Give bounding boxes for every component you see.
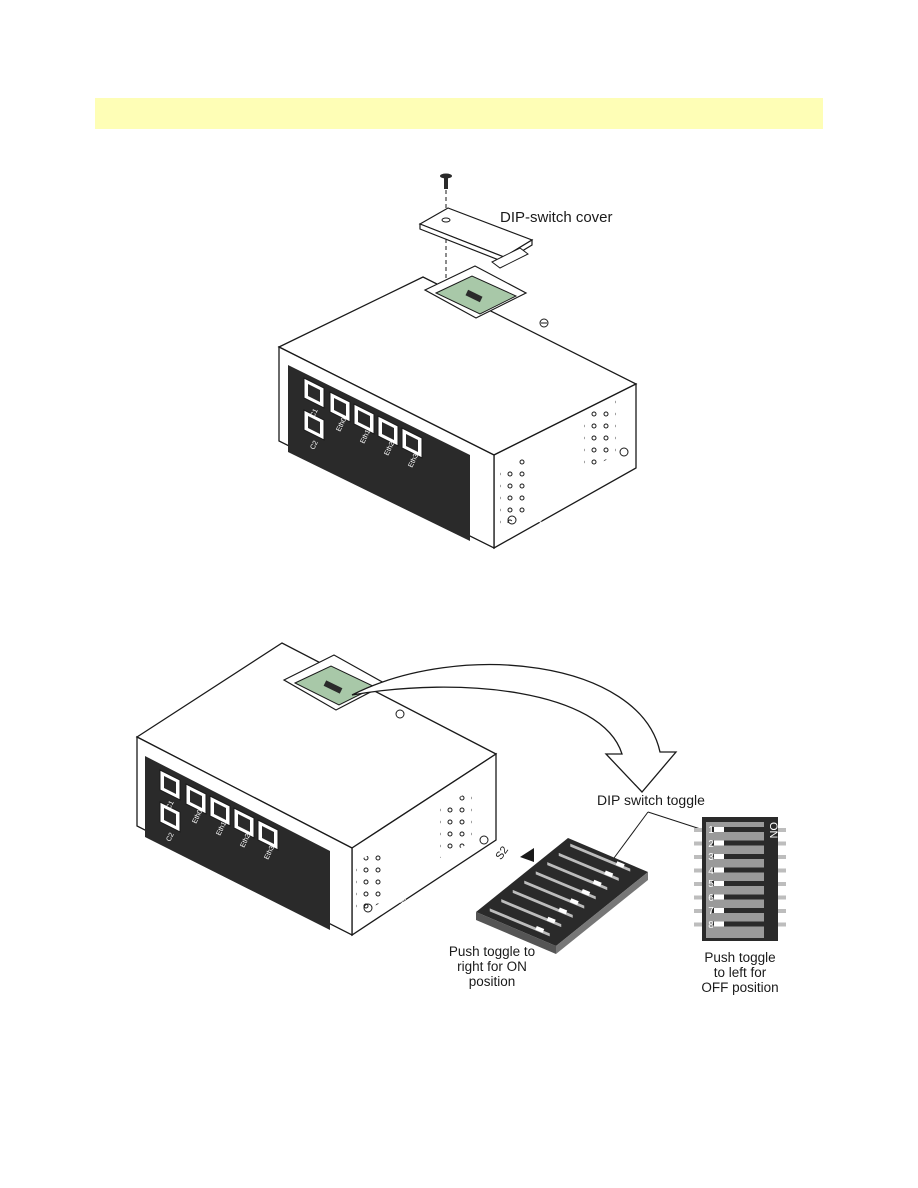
switch-slot [712,827,764,832]
switch-number: 1 [708,825,714,836]
port-label: C2 [166,832,176,843]
switch-slot [712,840,764,846]
switch-pin [778,855,786,859]
dip-switch-angled [476,838,648,954]
switch-slot [558,852,619,881]
rj45-port-inner [308,384,320,402]
rj45-port-inner [214,802,226,820]
cover-label: DIP-switch cover [500,209,613,226]
switch-slot [524,880,585,909]
port-label: C1 [166,800,176,811]
rj45-port-inner [190,790,202,808]
switch-pin [778,868,786,873]
rj45-port-inner [382,422,394,440]
switch-pin [694,855,702,859]
switch-toggle [714,827,724,832]
toggle-label: DIP switch toggle [597,792,705,808]
switch-toggle [714,921,724,927]
highlight-banner [95,98,823,129]
switch-toggle [535,926,545,933]
switch-number: 5 [708,879,714,890]
switch-slot [712,854,764,859]
switch-pin [694,895,702,900]
rj45-port-inner [262,826,274,844]
rj45-port-inner [164,808,176,826]
pin1-marker-icon [520,848,534,862]
rj45-port-inner [406,434,418,452]
switch-slot [501,899,562,928]
rj45-port-inner [358,410,370,428]
switch-number: 6 [708,892,714,904]
switch-slot [489,908,550,937]
push-left-line-3: OFF position [701,980,779,995]
switch-pin [778,828,786,832]
switch-pin [694,882,702,886]
rj45-port-inner [164,776,176,794]
switch-pin [778,882,786,886]
switch-slot [712,881,764,886]
port-label: C2 [310,440,320,451]
switch-pin [778,909,786,913]
rj45-port-inner [238,814,250,832]
push-left-line-1: Push toggle [704,950,776,965]
switch-pin [778,895,786,900]
rj45-port-inner [308,416,320,434]
switch-toggle [604,870,614,878]
switch-slot [712,908,764,913]
switch-toggle [569,898,579,905]
switch-pin [694,841,702,846]
switch-toggle [714,840,724,846]
dip-switch-cover [418,207,534,269]
switch-number: 7 [708,906,714,917]
switch-slot [547,862,608,891]
push-right-line-1: Push toggle to [448,944,536,959]
switch-toggle [558,907,568,915]
switch-pin [778,841,786,846]
switch-number: 3 [708,852,714,863]
switch-toggle [615,861,625,868]
push-right-line-2: right for ON [457,959,527,974]
switch-toggle [714,908,724,913]
zoom-arrow [351,664,678,793]
switch-slot [535,871,596,900]
port-label: C1 [310,408,320,419]
switch-slot [712,921,764,927]
switch-toggle [714,894,724,900]
switch-pin [694,909,702,913]
push-left-line-2: to left for [713,965,767,980]
switch-toggle [714,867,724,873]
switch-number: 4 [708,865,714,877]
switch-pin [694,868,702,873]
switch-slot [712,894,764,900]
switch-toggle [592,879,602,887]
switch-on-label: ON [767,822,779,839]
switch-slot [570,843,631,872]
dip-switch-flat [694,817,786,941]
switch-toggle [714,881,724,886]
switch-number: 8 [708,919,714,931]
switch-slot [512,889,573,918]
push-right-line-3: position [468,974,516,989]
switch-pin [694,828,702,832]
push-left-label: Push toggle to left for OFF position [690,950,790,995]
switch-toggle [714,854,724,859]
switch-pin [694,922,702,927]
switch-slot [712,867,764,873]
toggle-leader-left [613,811,649,859]
switch-pin [778,922,786,927]
switch-toggle [581,889,591,896]
rj45-port-inner [334,398,346,416]
switch-toggle [546,916,556,924]
switch-number: 2 [708,838,714,850]
push-right-label: Push toggle to right for ON position [444,944,540,989]
